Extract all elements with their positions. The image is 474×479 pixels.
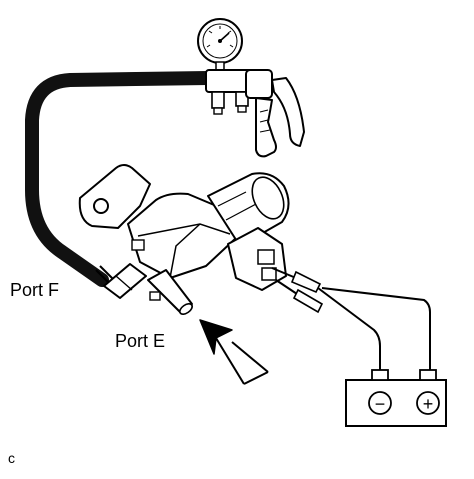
vacuum-gauge-icon bbox=[197, 18, 243, 73]
battery-icon: − + bbox=[345, 369, 447, 427]
port-e-label: Port E bbox=[115, 331, 166, 351]
figure-code-label: c bbox=[8, 450, 15, 466]
battery-positive-symbol: + bbox=[423, 394, 434, 414]
vacuum-switching-valve bbox=[78, 164, 290, 315]
battery-leads bbox=[271, 267, 431, 370]
battery-negative-symbol: − bbox=[375, 394, 386, 414]
port-f-label: Port F bbox=[10, 280, 60, 300]
airflow-arrow-icon bbox=[199, 319, 269, 385]
hand-vacuum-pump-icon bbox=[205, 69, 305, 158]
